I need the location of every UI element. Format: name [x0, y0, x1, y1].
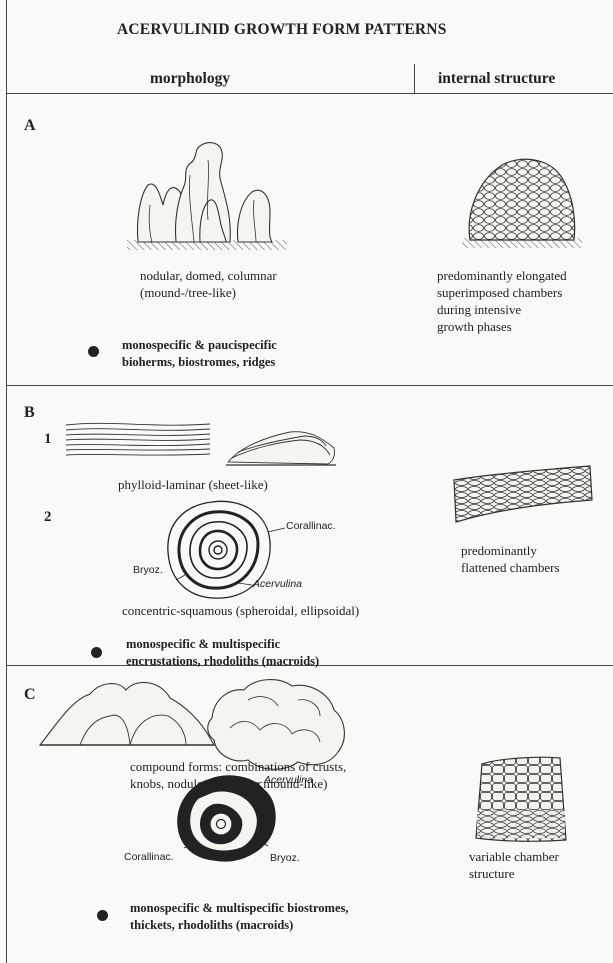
- section-a-morph-caption-2: (mound-/tree-like): [140, 284, 236, 301]
- label-acervulina: Acervulina: [253, 578, 302, 590]
- section-b-bullet: [91, 647, 102, 658]
- section-c-bullet: [97, 910, 108, 921]
- section-b-bullet-line-1: monospecific & multispecific: [126, 636, 280, 652]
- section-c-structure-line-1: variable chamber: [469, 848, 559, 865]
- section-a-morphology-drawing: [127, 143, 287, 250]
- section-c-bullet-line-2: thickets, rhodoliths (macroids): [130, 917, 293, 933]
- section-c-morphology-drawing: [40, 680, 344, 770]
- section-a-structure-line-4: growth phases: [437, 318, 512, 335]
- label-bryoz-c: Bryoz.: [270, 852, 300, 864]
- section-c-letter: C: [24, 686, 36, 704]
- label-bryoz: Bryoz.: [133, 564, 163, 576]
- section-c-structure-line-2: structure: [469, 865, 514, 882]
- section-b-letter: B: [24, 404, 35, 422]
- section-b1-caption: phylloid-laminar (sheet-like): [118, 476, 268, 493]
- section-b1-morphology-drawing: [66, 423, 336, 465]
- section-b2-number: 2: [44, 509, 52, 526]
- section-c-bullet-line-1: monospecific & multispecific biostromes,: [130, 900, 349, 916]
- section-a-bullet: [88, 346, 99, 357]
- section-a-structure-line-3: during intensive: [437, 301, 521, 318]
- section-b-structure-line-1: predominantly: [461, 542, 537, 559]
- section-a-morph-caption-1: nodular, domed, columnar: [140, 267, 277, 284]
- section-c-structure-drawing: [476, 757, 566, 841]
- section-a-bullet-line-2: bioherms, biostromes, ridges: [122, 354, 275, 370]
- section-a-structure-drawing: [462, 159, 582, 248]
- section-b-structure-line-2: flattened chambers: [461, 559, 560, 576]
- section-a-structure-line-2: superimposed chambers: [437, 284, 562, 301]
- label-corallinac: Corallinac.: [286, 520, 336, 532]
- chamber-mound: [469, 159, 575, 240]
- section-b-structure-drawing: [454, 466, 592, 522]
- column-shape: [238, 190, 272, 242]
- label-corallinac-c: Corallinac.: [124, 851, 174, 863]
- label-acervulina-c: Acervulina: [264, 774, 313, 786]
- section-c-morph-caption-1: compound forms: combinations of crusts,: [130, 758, 346, 775]
- section-b-bullet-line-2: encrustations, rhodoliths (macroids): [126, 653, 319, 669]
- section-b1-number: 1: [44, 431, 52, 448]
- section-b2-caption: concentric-squamous (spheroidal, ellipso…: [122, 602, 359, 619]
- section-a-structure-line-1: predominantly elongated: [437, 267, 567, 284]
- section-a-bullet-line-1: monospecific & paucispecific: [122, 337, 277, 353]
- flattened-chambers: [454, 466, 592, 522]
